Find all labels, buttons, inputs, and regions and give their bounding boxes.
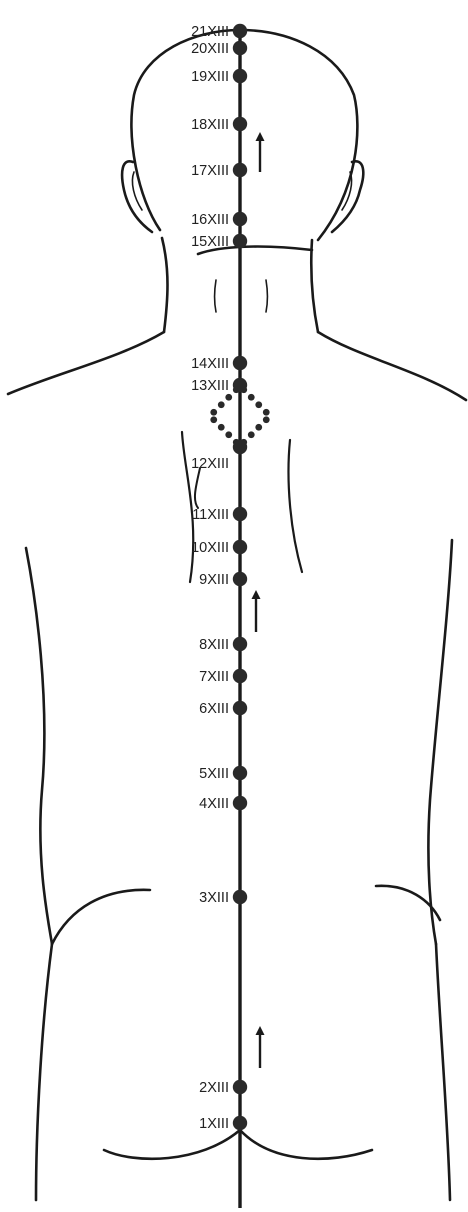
acupoint-dot — [233, 163, 247, 177]
left-buttock — [104, 1130, 240, 1159]
direction-arrows — [252, 132, 265, 1068]
acupoint-dot — [233, 890, 247, 904]
acupoint: 13XIII — [191, 378, 247, 394]
acupoint: 14XIII — [191, 356, 247, 372]
acupoint: 19XIII — [191, 69, 247, 85]
acupoint: 3XIII — [199, 890, 247, 906]
diamond-dot — [225, 431, 232, 438]
diamond-dot — [255, 401, 262, 408]
left-scapula-fold — [195, 468, 200, 508]
acupoint-dot — [233, 212, 247, 226]
acupoint-label: 15XIII — [191, 234, 229, 250]
acupoint-label: 5XIII — [199, 766, 229, 782]
right-hip — [436, 944, 450, 1200]
acupoint-dot — [233, 41, 247, 55]
acupoint-dot — [233, 1080, 247, 1094]
diamond-dot — [263, 416, 270, 423]
acupoint-label: 2XIII — [199, 1080, 229, 1096]
diamond-dot — [218, 401, 225, 408]
acupoint: 17XIII — [191, 163, 247, 179]
acupoint-label: 6XIII — [199, 701, 229, 717]
right-buttock — [240, 1130, 372, 1159]
acupoint-dot — [233, 572, 247, 586]
acupoint-label: 3XIII — [199, 890, 229, 906]
arrow-up-icon — [256, 132, 265, 172]
diamond-dot — [225, 394, 232, 401]
acupoint-dot — [233, 766, 247, 780]
right-shoulder — [318, 332, 466, 400]
left-hip — [36, 944, 52, 1200]
acupoint-label: 12XIII — [191, 456, 229, 472]
right-side — [428, 540, 452, 944]
diamond-dot — [210, 416, 217, 423]
acupoint-dot — [233, 24, 247, 38]
acupoint-label: 19XIII — [191, 69, 229, 85]
acupoint-dot — [233, 378, 247, 392]
acupoint-dot — [233, 540, 247, 554]
diamond-dot — [248, 394, 255, 401]
acupoint-label: 4XIII — [199, 796, 229, 812]
acupoint-dot — [233, 637, 247, 651]
acupoint: 15XIII — [191, 234, 247, 250]
acupoint: 21XIII — [191, 24, 247, 40]
acupoint-dot — [233, 1116, 247, 1130]
neck-right — [311, 240, 318, 332]
acupoint-label: 14XIII — [191, 356, 229, 372]
acupoint-label: 7XIII — [199, 669, 229, 685]
acupoint-dot — [233, 69, 247, 83]
acupoint: 7XIII — [199, 669, 247, 685]
diamond-dot — [255, 424, 262, 431]
right-ear-outline — [332, 161, 363, 232]
acupoint-dot — [233, 701, 247, 715]
acupoint-label: 10XIII — [191, 540, 229, 556]
acupoint: 5XIII — [199, 766, 247, 782]
right-scapula — [289, 440, 303, 572]
diamond-dot — [263, 409, 270, 416]
diamond-dot — [210, 409, 217, 416]
left-shoulder — [8, 332, 164, 394]
neck-left — [162, 238, 168, 332]
arrow-up-icon — [256, 1026, 265, 1068]
acupoint-dot — [233, 507, 247, 521]
acupoint: 20XIII — [191, 41, 247, 57]
acupoint-label: 16XIII — [191, 212, 229, 228]
acupoint-label: 17XIII — [191, 163, 229, 179]
acupoint-label: 21XIII — [191, 24, 229, 40]
acupoint: 10XIII — [191, 540, 247, 556]
acupoint: 2XIII — [199, 1080, 247, 1096]
acupoint-label: 8XIII — [199, 637, 229, 653]
acupoint-label: 18XIII — [191, 117, 229, 133]
acupoint-dot — [233, 796, 247, 810]
head-outline — [132, 30, 358, 240]
acupoint-label: 13XIII — [191, 378, 229, 394]
acupoint-label: 11XIII — [192, 507, 229, 523]
acupoint-dot — [233, 234, 247, 248]
acupoint-label: 20XIII — [191, 41, 229, 57]
acupoint: 9XIII — [199, 572, 247, 588]
left-waist-crease — [52, 890, 150, 944]
acupoint-dot — [233, 356, 247, 370]
acupoint: 16XIII — [191, 212, 247, 228]
left-side — [26, 548, 52, 944]
acupoint-dot — [233, 440, 247, 454]
acupoint-label: 1XIII — [199, 1116, 229, 1132]
neck-crease-left — [215, 280, 217, 312]
acupoint-dot — [233, 117, 247, 131]
acupoint: 11XIII — [192, 507, 247, 523]
acupoint: 6XIII — [199, 701, 247, 717]
diamond-dot — [218, 424, 225, 431]
acupoint: 8XIII — [199, 637, 247, 653]
arrow-up-icon — [252, 590, 261, 632]
acupoint: 18XIII — [191, 117, 247, 133]
back-silhouette — [8, 30, 466, 1200]
neck-crease-right — [266, 280, 268, 312]
diamond-dot — [248, 431, 255, 438]
acupoint: 4XIII — [199, 796, 247, 812]
acupoint-label: 9XIII — [199, 572, 229, 588]
acupoint-dot — [233, 669, 247, 683]
acupoint: 1XIII — [199, 1116, 247, 1132]
